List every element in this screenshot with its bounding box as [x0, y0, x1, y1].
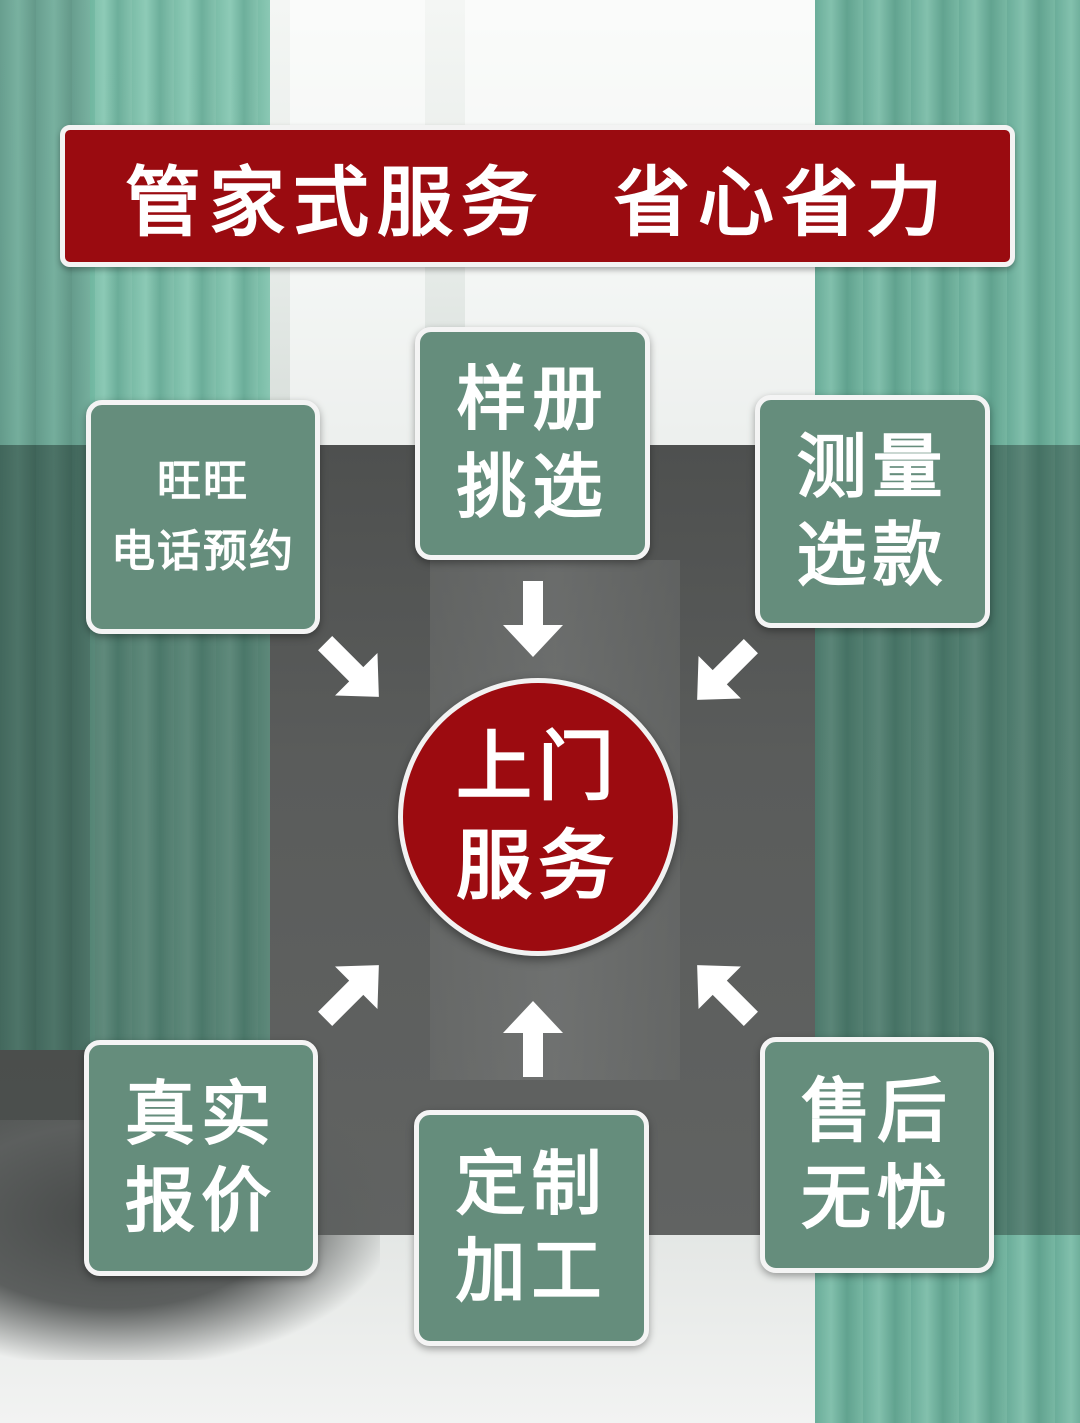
step-label-line1: 旺旺	[157, 455, 249, 507]
step-label-line2: 电话预约	[111, 526, 295, 577]
step-label-line1: 样册	[456, 358, 609, 440]
step-real-quote: 真实 报价	[84, 1040, 318, 1276]
arrow-down-right-icon	[318, 636, 379, 697]
step-label-line2: 无忧	[801, 1157, 953, 1239]
center-label-line1: 上门	[456, 722, 620, 812]
banner-title: 管家式服务 省心省力	[125, 158, 950, 247]
step-phone-booking: 旺旺 电话预约	[86, 400, 320, 634]
arrow-down-icon	[503, 581, 563, 657]
step-label-line1: 售后	[801, 1069, 953, 1152]
arrow-up-left-icon	[697, 965, 758, 1026]
title-banner: 管家式服务 省心省力	[60, 125, 1015, 267]
arrow-up-right-icon	[318, 965, 379, 1026]
step-label-line1: 测量	[796, 426, 949, 508]
step-custom-processing: 定制 加工	[414, 1110, 649, 1346]
step-label-line1: 定制	[455, 1142, 608, 1225]
step-label-line2: 选款	[796, 513, 949, 596]
step-sample-selection: 样册 挑选	[415, 327, 650, 560]
step-label-line2: 加工	[455, 1230, 608, 1312]
step-label-line2: 挑选	[456, 445, 609, 528]
step-measure-select: 测量 选款	[755, 395, 990, 628]
step-label-line2: 报价	[125, 1160, 277, 1242]
center-service-circle: 上门 服务	[398, 678, 678, 956]
step-after-sales: 售后 无忧	[760, 1037, 994, 1273]
step-label-line1: 真实	[125, 1072, 277, 1155]
arrow-down-left-icon	[697, 639, 758, 700]
center-label-line2: 服务	[456, 821, 620, 910]
arrow-up-icon	[503, 1001, 563, 1077]
